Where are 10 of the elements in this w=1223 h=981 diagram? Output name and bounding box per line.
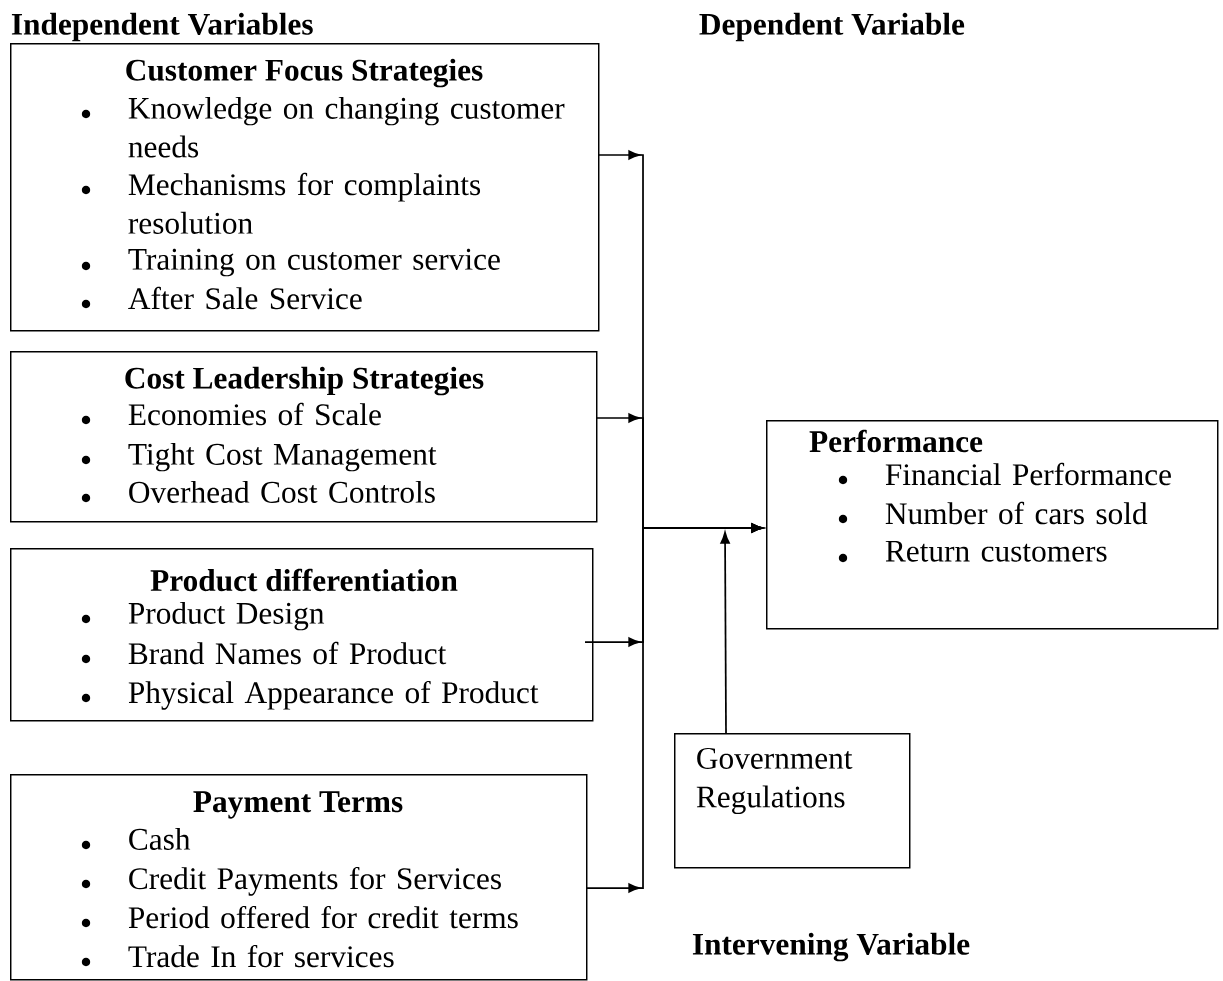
variable-box: Performance Financial Performance Number of cars sold Return customers xyxy=(766,420,1219,630)
variable-box: Product differentiation Product Design Brand Names of Product Physical Appearance of Product xyxy=(10,548,594,722)
variable-box: Payment Terms Cash Credit Payments for Services Period offered for credit terms Trade In for services xyxy=(10,774,588,981)
variable-box: Cost Leadership Strategies Economies of Scale Tight Cost Management Overhead Cost Controls xyxy=(10,351,598,523)
section-heading: Intervening Variable xyxy=(692,932,970,962)
section-heading: Dependent Variable xyxy=(699,12,965,42)
variable-box: Customer Focus Strategies Knowledge on changing customer needs Mechanisms for complaints resolution Training on customer service After Sale Service xyxy=(10,43,600,332)
arrow xyxy=(585,523,764,893)
arrow xyxy=(720,531,730,734)
variable-box: Government Regulations xyxy=(674,733,911,869)
